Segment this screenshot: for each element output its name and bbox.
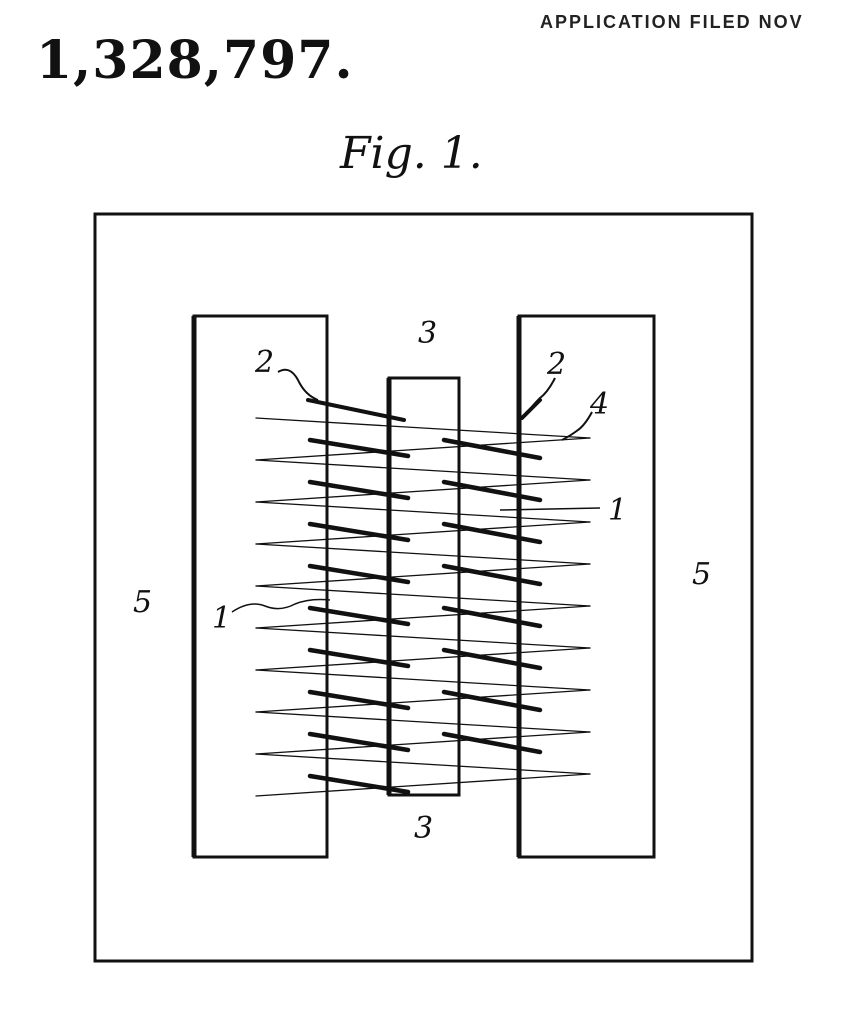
- conductor-stroke-right: [441, 605, 543, 629]
- coil-thin-line: [255, 605, 591, 629]
- conductor-stroke-right: [441, 437, 543, 461]
- coil-thin-line: [255, 563, 591, 587]
- figure-title: Fig. 1.: [340, 128, 483, 179]
- conductor-stroke-left: [307, 773, 411, 795]
- coil-thin-line: [255, 417, 591, 439]
- coil-thin-line: [255, 501, 591, 523]
- coil-thin-line: [255, 669, 591, 691]
- outer-core-frame: [93, 212, 754, 963]
- label-core-bottom: 3: [414, 811, 433, 846]
- coil-thin-line: [255, 585, 591, 607]
- label-lead-right: 2: [546, 347, 566, 382]
- conductor-stroke-left: [307, 521, 411, 543]
- patent-number: 1,328,797.: [36, 30, 354, 91]
- leader-line-2-left: [277, 368, 319, 401]
- label-winding-right: 1: [608, 493, 627, 528]
- coil-thin-line: [255, 773, 591, 797]
- coil-thin-line: [255, 647, 591, 671]
- label-lead-left: 2: [254, 345, 274, 380]
- coil-thin-line: [255, 753, 591, 775]
- conductor-stroke-left: [307, 563, 411, 585]
- conductor-stroke-right: [441, 521, 543, 545]
- filing-note: APPLICATION FILED NOV: [540, 12, 804, 32]
- coil-thin-line: [255, 627, 591, 649]
- conductor-stroke-left: [307, 437, 411, 459]
- leader-line-1-left: [231, 598, 331, 613]
- leader-line-1-right: [499, 507, 601, 511]
- label-conductor: 4: [589, 387, 609, 422]
- leader-line-2-right: [527, 377, 556, 413]
- conductor-stroke-left: [307, 731, 411, 753]
- coil-thin-line: [255, 521, 591, 545]
- coil-thin-line: [255, 689, 591, 713]
- conductor-stroke-left: [307, 689, 411, 711]
- winding-group: [255, 398, 591, 797]
- label-yoke-left: 5: [133, 585, 152, 620]
- label-winding-left: 1: [212, 601, 231, 636]
- label-yoke-right: 5: [692, 557, 711, 592]
- coil-thin-line: [255, 711, 591, 733]
- label-core-top: 3: [418, 316, 437, 351]
- coil-thin-line: [255, 459, 591, 481]
- coil-thin-line: [255, 543, 591, 565]
- conductor-stroke-left: [307, 647, 411, 669]
- right-window: [517, 314, 656, 859]
- conductor-stroke-right: [441, 731, 543, 755]
- lead-stroke-left: [306, 398, 406, 422]
- conductor-stroke-right: [441, 479, 543, 503]
- leader-line-4: [561, 411, 593, 441]
- conductor-stroke-right: [441, 647, 543, 671]
- conductor-stroke-right: [441, 563, 543, 587]
- coil-thin-line: [255, 731, 591, 755]
- conductor-stroke-left: [307, 605, 411, 627]
- conductor-stroke-right: [441, 689, 543, 713]
- coil-thin-line: [255, 479, 591, 503]
- coil-thin-line: [255, 437, 591, 461]
- conductor-stroke-left: [307, 479, 411, 501]
